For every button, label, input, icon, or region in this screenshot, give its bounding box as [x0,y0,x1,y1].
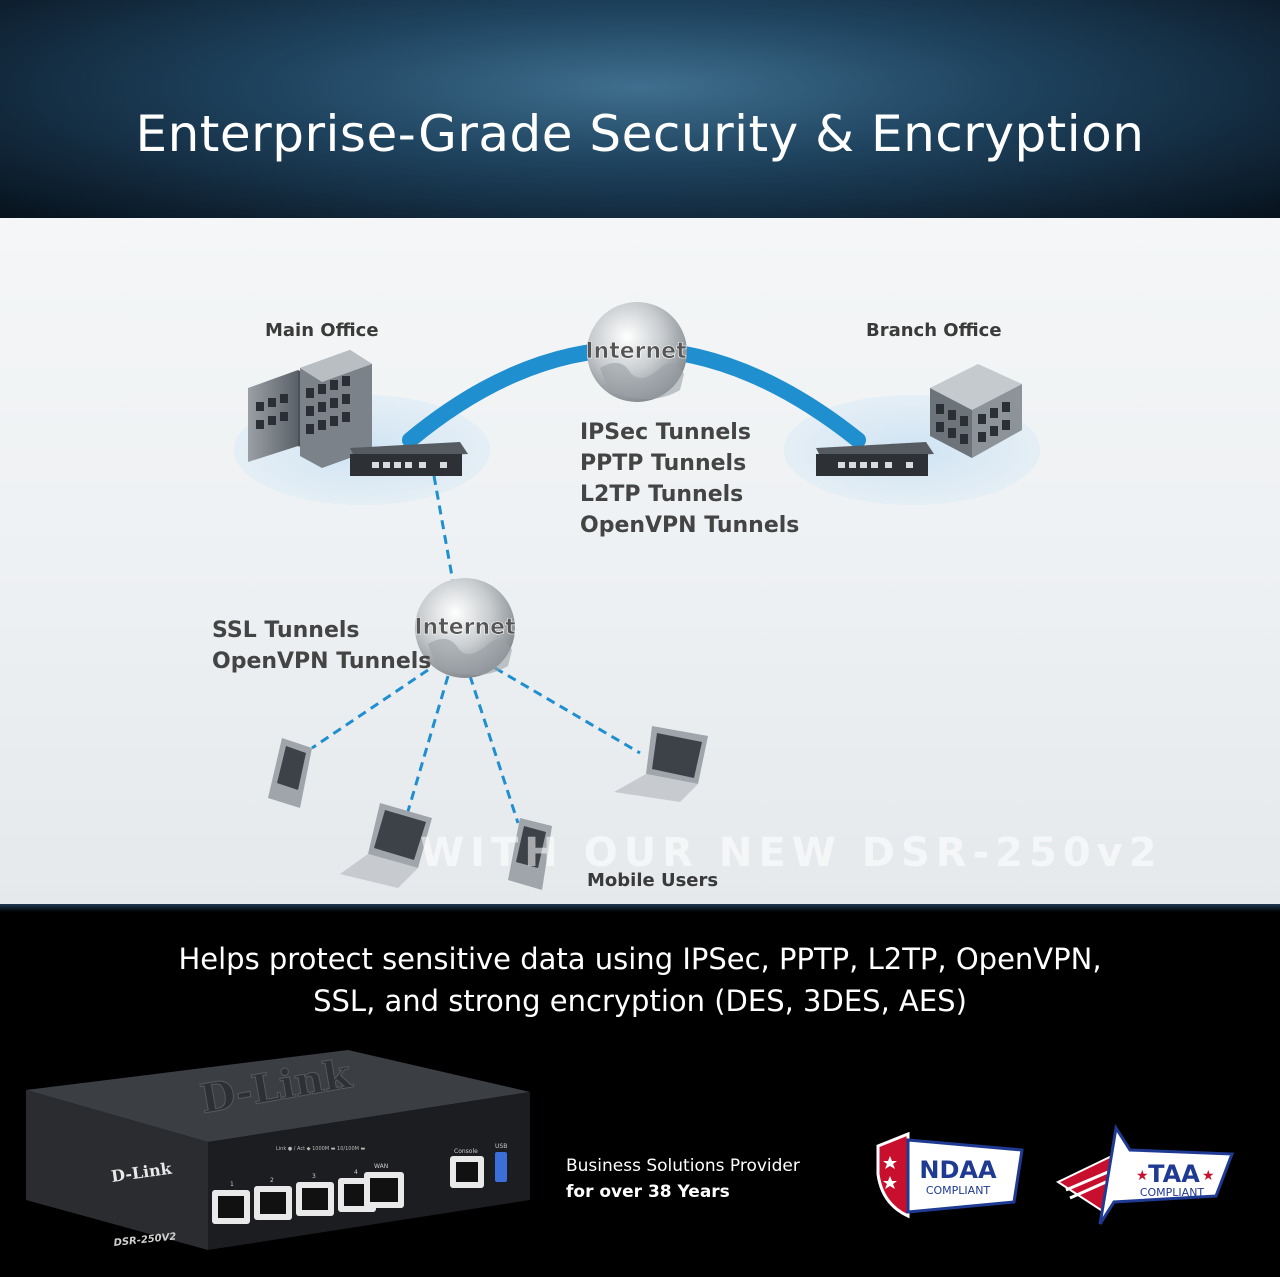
branch-office-building-icon [930,364,1022,458]
provider-text: Business Solutions Provider for over 38 … [566,1153,800,1205]
usb-port: USB [495,1143,507,1182]
tunnel-label: SSL Tunnels [212,618,360,643]
internet-bottom-label: Internet [414,615,516,640]
device-model: DSR-250V2 [113,1231,177,1249]
ndaa-title: NDAA [919,1156,997,1184]
main-office-building-icon [248,350,372,468]
feature-description: Helps protect sensitive data using IPSec… [0,938,1280,1022]
lan-ports [212,1178,376,1224]
tunnel-label: IPSec Tunnels [580,420,751,445]
port-label: 3 [312,1173,316,1180]
port-label: 2 [270,1177,274,1184]
header-banner: Enterprise-Grade Security & Encryption [0,0,1280,218]
dsr-250v2-router-image: D-Link D-Link DSR-250V2 Link ● / Act ◆ 1… [26,1050,530,1250]
laptop-icon [614,726,708,802]
provider-line: Business Solutions Provider [566,1156,800,1176]
globe-land-bottom [428,638,512,675]
laptop-icon [340,803,432,888]
tunnel-label: OpenVPN Tunnels [212,649,432,674]
taa-subtitle: COMPLIANT [1140,1186,1205,1199]
branch-office-label: Branch Office [866,320,1002,341]
port-numbers: 1 2 3 4 [230,1169,358,1188]
internet-top-label: Internet [585,339,687,364]
device-led-legend: Link ● / Act ◆ 1000M ▬ 10/100M ▬ [276,1146,366,1152]
mobile-users-label: Mobile Users [587,870,719,891]
tunnel-label: OpenVPN Tunnels [580,513,800,538]
network-diagram: Internet Internet Main Office Branch Off… [0,218,1280,904]
wan-label: WAN [374,1163,388,1170]
console-label: Console [454,1148,478,1155]
description-line: SSL, and strong encryption (DES, 3DES, A… [313,984,967,1018]
description-line: Helps protect sensitive data using IPSec… [178,942,1102,976]
pda-icon [508,818,552,890]
wan-port: WAN [364,1163,404,1208]
diagram-canvas: Internet Internet [234,302,1040,890]
port-label: 1 [230,1181,234,1188]
branch-office-router-icon [816,442,934,476]
dashed-links [311,475,641,824]
site-tunnel-list: IPSec Tunnels PPTP Tunnels L2TP Tunnels … [580,417,799,541]
console-port: Console [450,1148,484,1188]
provider-line-bold: for over 38 Years [566,1182,730,1202]
ndaa-subtitle: COMPLIANT [926,1184,991,1197]
taa-star-right: ★ [1202,1168,1215,1184]
taa-title: TAA [1148,1160,1200,1188]
port-label: 4 [354,1169,358,1176]
pda-icon [268,738,312,808]
tunnel-label: PPTP Tunnels [580,451,747,476]
remote-tunnel-list: SSL Tunnels OpenVPN Tunnels [212,615,431,677]
watermark-text: WITH OUR NEW DSR-250v2 [420,830,1163,876]
page-title: Enterprise-Grade Security & Encryption [135,105,1145,163]
taa-compliant-badge: TAA ★ ★ COMPLIANT [1056,1124,1235,1225]
footer-divider [0,904,1280,912]
main-office-label: Main Office [265,320,379,341]
ndaa-compliant-badge: NDAA COMPLIANT [876,1132,1024,1219]
taa-star-left: ★ [1136,1168,1149,1184]
main-office-router-icon [350,442,468,476]
usb-label: USB [495,1143,507,1150]
globe-land-top [600,362,684,399]
tunnel-label: L2TP Tunnels [580,482,744,507]
